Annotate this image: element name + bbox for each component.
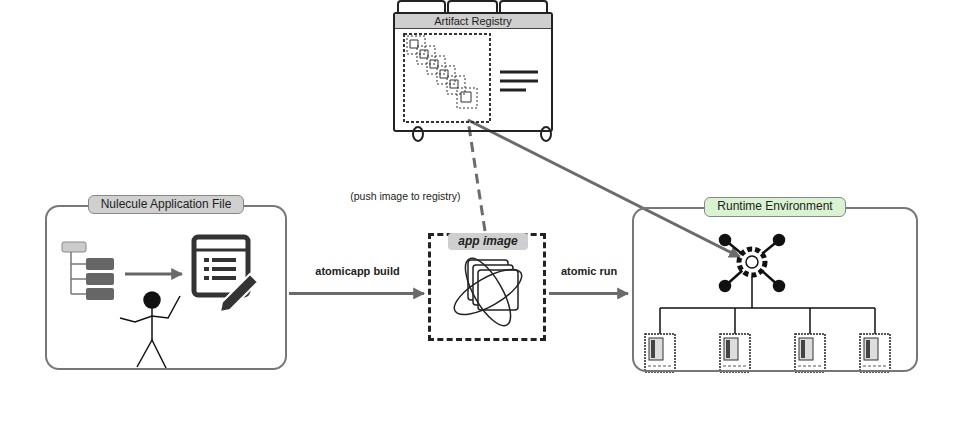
edge-label: atomic run — [559, 265, 619, 277]
document-icon — [194, 237, 258, 312]
edge-label: (push image to registry) — [348, 190, 462, 202]
registry-images — [404, 34, 490, 122]
nulecule-panel: Nulecule Application File — [45, 205, 287, 370]
node-title: Nulecule Application File — [88, 195, 245, 214]
server-icon — [720, 334, 750, 372]
server-icon — [795, 334, 825, 372]
registry-lines — [500, 72, 538, 90]
server-icon — [645, 334, 675, 372]
image-box: app image — [428, 233, 546, 341]
node-title: Runtime Environment — [704, 197, 845, 217]
node-title: app image — [448, 233, 527, 250]
server-icons — [645, 334, 890, 372]
app-image-icon — [448, 252, 528, 332]
edge-label: atomicapp build — [313, 265, 401, 277]
stick-figure — [120, 292, 180, 368]
server-icon — [860, 334, 890, 372]
runtime-panel: Runtime Environment — [632, 207, 918, 372]
connector-arrow — [468, 120, 485, 231]
runtime-bus — [660, 277, 875, 334]
connector-arrow — [549, 292, 628, 295]
tree-icon — [62, 242, 114, 300]
connector-arrow — [289, 292, 424, 295]
tree-arrow — [125, 273, 182, 276]
node-title: Artifact Registry — [395, 14, 551, 29]
registry-folder: Artifact Registry — [393, 12, 553, 132]
